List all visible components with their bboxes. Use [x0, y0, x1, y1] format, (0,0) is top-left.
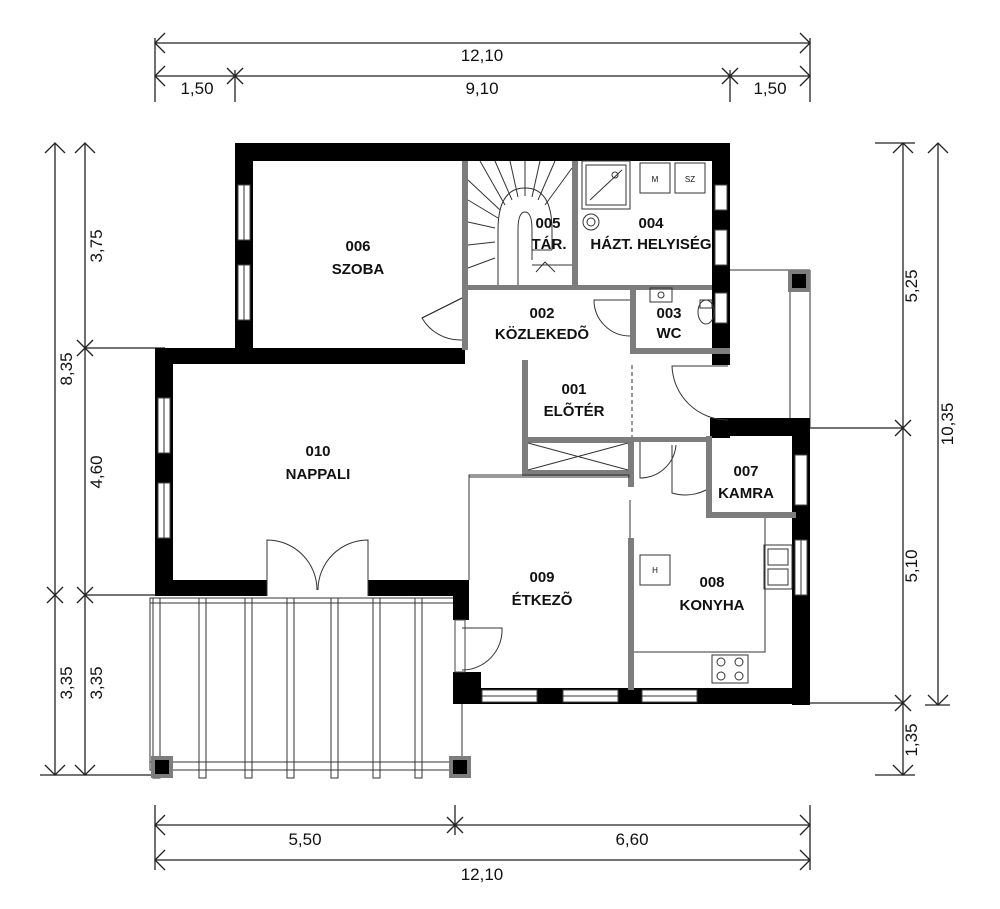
dim-right-inner-mid: 5,10 [902, 549, 921, 582]
room-004-number: 004 [638, 215, 664, 232]
top-dimensions: 12,10 1,50 9,10 1,50 [154, 32, 811, 102]
sink-icon [763, 544, 793, 590]
dim-bottom-total: 12,10 [461, 865, 504, 884]
bottom-dimensions: 5,50 6,60 12,10 [154, 805, 811, 884]
boiler-icon [582, 213, 600, 231]
utility-fixtures: M SZ [581, 160, 706, 231]
room-009-name: ÉTKEZÕ [512, 591, 573, 609]
left-dimensions: 8,35 3,35 3,75 4,60 3,35 [40, 142, 165, 776]
room-010-number: 010 [305, 443, 330, 460]
dim-top-right: 1,50 [753, 79, 786, 98]
dryer-icon [674, 162, 706, 194]
pergola [149, 597, 471, 779]
dim-right-inner-bottom: 1,35 [902, 723, 921, 756]
dim-top-mid: 9,10 [465, 79, 498, 98]
room-006-number: 006 [345, 238, 370, 255]
doors [266, 297, 729, 671]
washer-icon [639, 162, 671, 194]
dim-bottom-left: 5,50 [288, 830, 321, 849]
staircase [467, 160, 573, 285]
room-007-number: 007 [733, 463, 758, 480]
room-005-name: TÁR. [532, 236, 567, 253]
interior-walls [462, 161, 796, 690]
room-006-name: SZOBA [332, 261, 385, 278]
room-008-name: KONYHA [679, 597, 744, 614]
dim-top-total: 12,10 [461, 46, 504, 65]
entrance-canopy [728, 269, 811, 429]
room-008-number: 008 [699, 574, 724, 591]
fridge-label: H [652, 566, 658, 575]
room-010-name: NAPPALI [286, 466, 351, 483]
room-002-number: 002 [529, 305, 554, 322]
room-003-number: 003 [656, 305, 681, 322]
dim-right-outer-total: 10,35 [938, 403, 957, 446]
room-002-name: KÖZLEKEDÕ [495, 325, 590, 343]
dim-left-inner-mid: 4,60 [87, 455, 106, 488]
room-009-number: 009 [529, 569, 554, 586]
fridge-icon [639, 554, 671, 586]
exterior-walls [155, 143, 810, 705]
dim-left-inner-bottom: 3,35 [87, 666, 106, 699]
room-001-number: 001 [561, 381, 586, 398]
dim-left-outer-bottom: 3,35 [57, 666, 76, 699]
room-labels: 001 ELÕTÉR 002 KÖZLEKEDÕ 003 WC 004 HÁZT… [286, 215, 774, 614]
room-007-name: KAMRA [718, 485, 774, 502]
room-004-name: HÁZT. HELYISÉG [590, 236, 711, 253]
room-003-name: WC [657, 325, 682, 342]
windows [157, 184, 808, 703]
dim-bottom-right: 6,60 [615, 830, 648, 849]
room-005-number: 005 [535, 215, 560, 232]
right-dimensions: 5,25 5,10 1,35 10,35 [810, 142, 957, 776]
dim-right-inner-top: 5,25 [902, 269, 921, 302]
stove-icon [711, 654, 749, 684]
kitchen-fixtures: H [634, 518, 793, 684]
dryer-label: SZ [685, 175, 695, 184]
wc-fixtures [649, 287, 715, 325]
dim-top-left: 1,50 [180, 79, 213, 98]
washer-label: M [652, 175, 659, 184]
room-001-name: ELÕTÉR [544, 402, 605, 420]
dim-left-outer-total: 8,35 [57, 352, 76, 385]
dim-left-inner-top: 3,75 [87, 229, 106, 262]
